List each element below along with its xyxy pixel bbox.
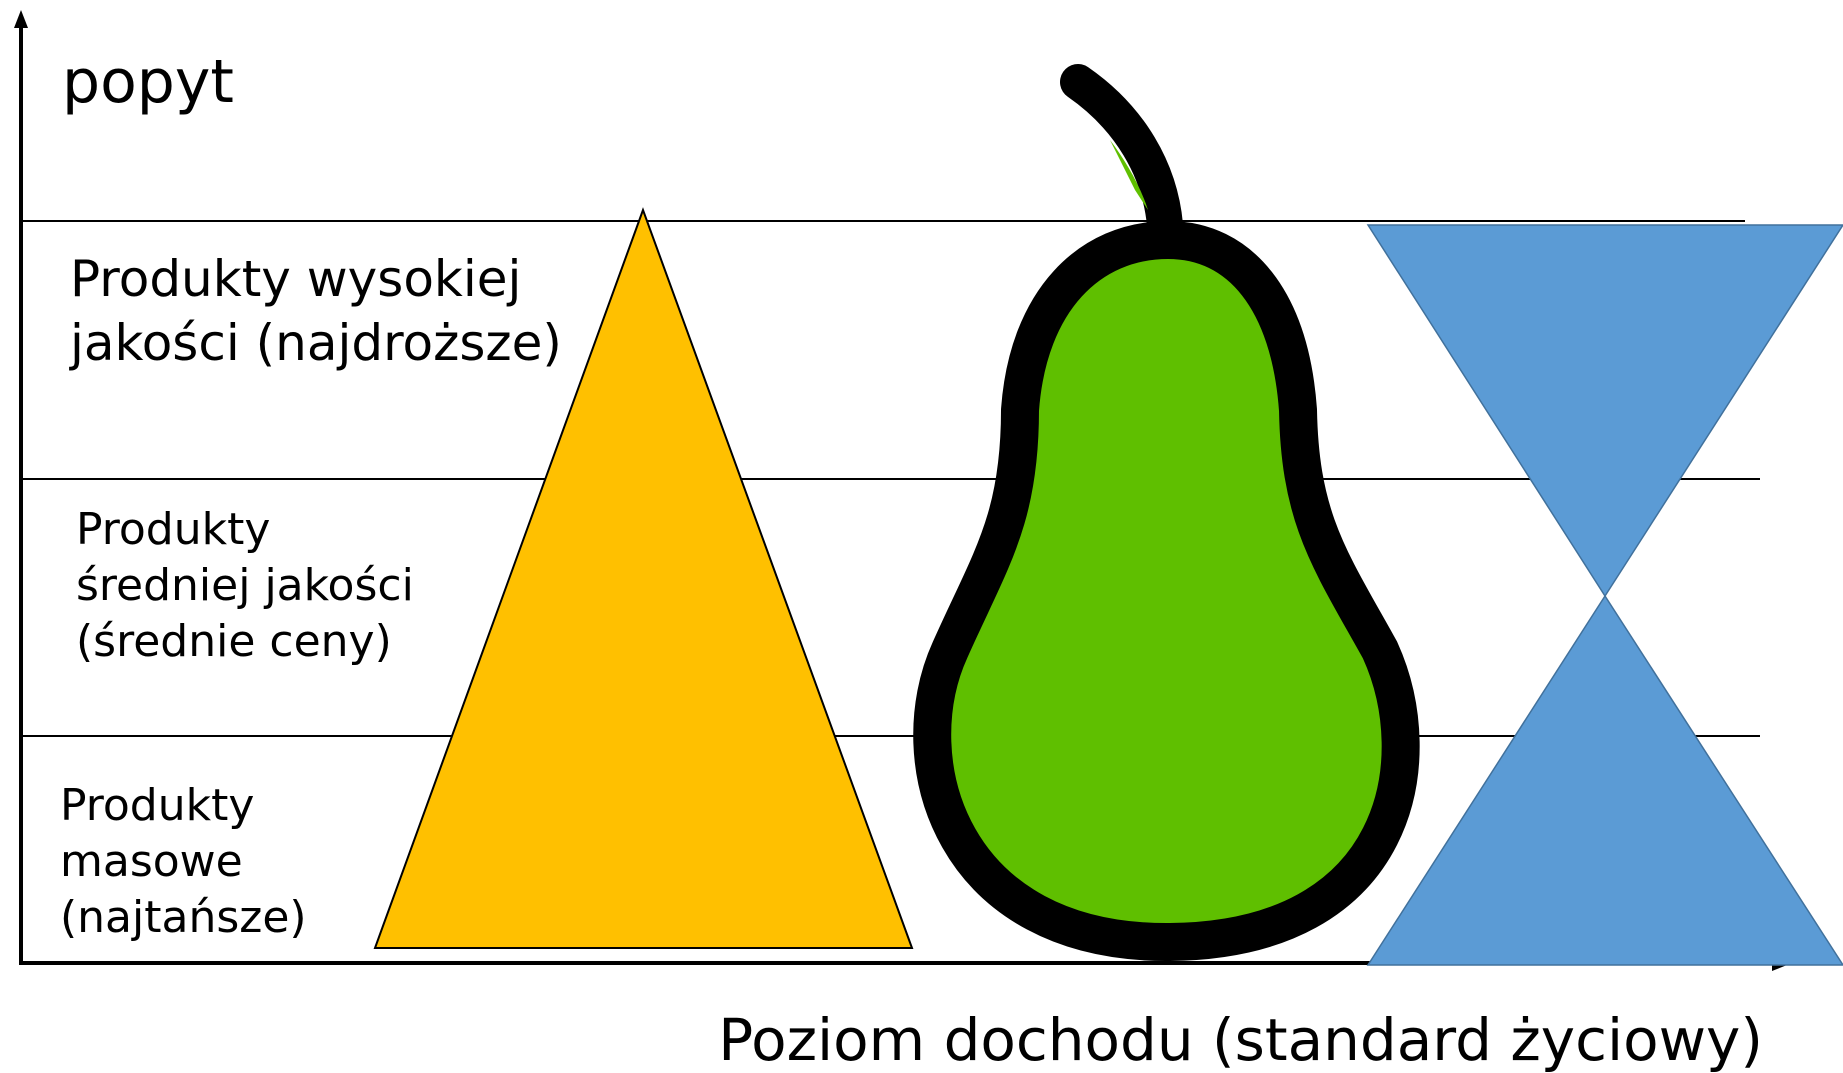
band-label-line: (średnie ceny) [76,616,392,667]
hourglass-bottom-triangle [1366,594,1843,966]
band-label-line: średniej jakości [76,560,414,611]
band-label-line: Produkty [76,504,270,555]
band-label-line: jakości (najdroższe) [69,314,562,372]
band-label-high-quality: Produkty wysokiej jakości (najdroższe) [69,250,562,372]
band-label-line: masowe [60,836,243,887]
x-axis-label: Poziom dochodu (standard życiowy) [718,1006,1763,1073]
y-axis-label: popyt [62,47,234,117]
hourglass-top-triangle [1366,224,1843,598]
band-label-line: Produkty [60,780,254,831]
pear-body [913,221,1420,962]
band-label-line: (najtańsze) [60,892,307,943]
pear-stem-leaf [1110,140,1148,210]
pear-stem [1060,64,1183,243]
band-label-mass-products: Produkty masowe (najtańsze) [60,780,307,943]
pyramid-shape [373,207,914,949]
y-axis-arrowhead [14,10,28,28]
band-label-medium-quality: Produkty średniej jakości (średnie ceny) [76,504,414,667]
hourglass-shape [1366,224,1843,966]
band-label-line: Produkty wysokiej [70,250,521,308]
pear-shape [913,64,1420,962]
